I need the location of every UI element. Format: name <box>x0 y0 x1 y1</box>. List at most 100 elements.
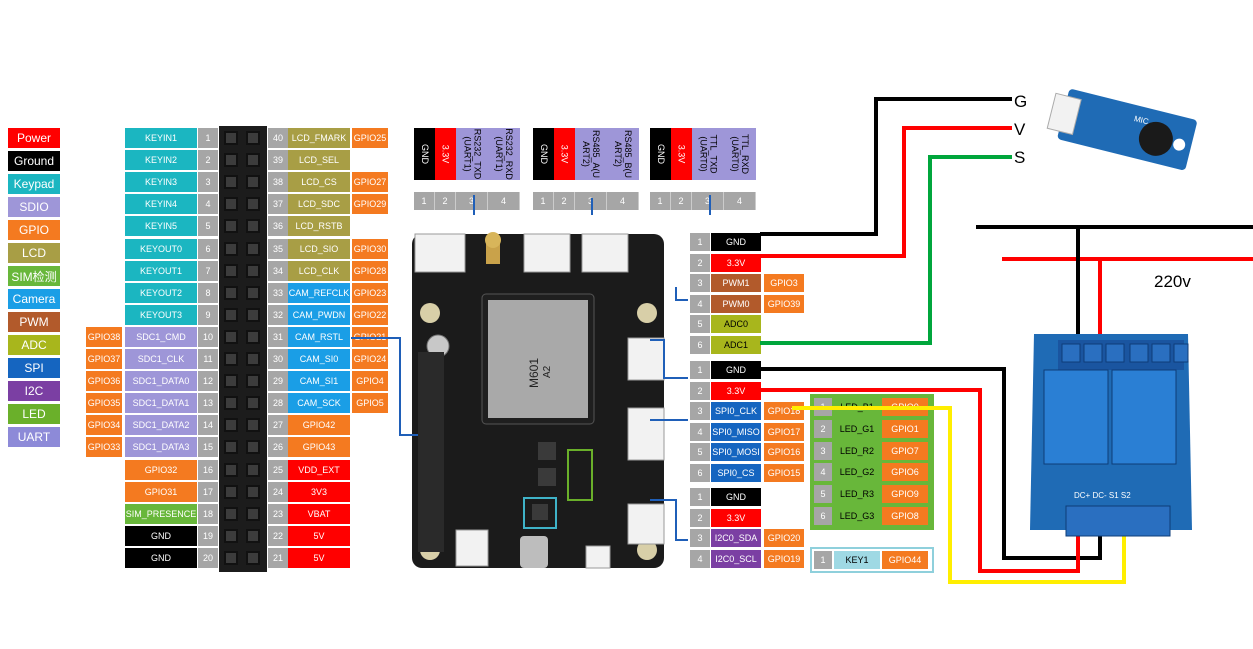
right-pin-name: CAM_SI1 <box>288 371 350 392</box>
key-pin-name: KEY1 <box>834 551 880 569</box>
header-pin <box>246 506 260 521</box>
left-pin-name: KEYOUT1 <box>125 260 197 281</box>
board-pin-column <box>418 352 444 552</box>
led-pin-gpio: GPIO9 <box>882 485 928 504</box>
legend-sim检测: SIM检测 <box>8 266 60 286</box>
header-pin <box>246 440 260 455</box>
header-pin <box>246 131 260 145</box>
left-pin-name: KEYIN5 <box>125 216 197 237</box>
right-pin-name: LCD_SIO <box>288 238 350 259</box>
header-pin <box>246 329 260 344</box>
legend-sdio: SDIO <box>8 197 60 217</box>
voltage-label: 220v <box>1154 272 1191 291</box>
svg-text:A2: A2 <box>542 365 553 378</box>
left-pin-number: 19 <box>198 525 218 546</box>
header-pin <box>224 263 238 278</box>
pin-name: PWM0 <box>711 294 761 313</box>
right-pin-number: 23 <box>268 503 288 524</box>
left-pin-number: 16 <box>198 459 218 480</box>
top-header-number: 4 <box>488 192 520 210</box>
usb-c-port <box>520 536 548 568</box>
sensor-pin-g-label: G <box>1014 92 1028 111</box>
right-pin-name: CAM_REFCLK <box>288 282 350 303</box>
right-pin-number: 35 <box>268 238 288 259</box>
key-pin-gpio: GPIO44 <box>882 551 928 569</box>
pin-name: 3.3V <box>711 381 761 400</box>
right-pin-number: 34 <box>268 260 288 281</box>
legend-camera: Camera <box>8 289 60 309</box>
led-pin-name: LED_G2 <box>834 463 880 482</box>
header-pin <box>224 219 238 234</box>
pin-name: SPI0_CLK <box>711 402 761 420</box>
right-pin-name: CAM_PWDN <box>288 304 350 325</box>
legend-keypad: Keypad <box>8 174 60 194</box>
left-pin-number: 9 <box>198 304 218 325</box>
header-pin <box>246 197 260 212</box>
led-pin-number: 4 <box>814 463 832 482</box>
header-pin <box>246 528 260 543</box>
right-pin-number: 32 <box>268 304 288 325</box>
m601-module <box>488 300 588 418</box>
right-pin-name: LCD_SEL <box>288 150 350 171</box>
led-pin-gpio: GPIO6 <box>882 463 928 482</box>
right-pin-number: 37 <box>268 194 288 215</box>
header-pin <box>246 241 260 256</box>
header-pin <box>246 550 260 565</box>
right-gpio-label: GPIO25 <box>352 128 388 148</box>
right-pin-name: LCD_SDC <box>288 194 350 215</box>
top-header-number: 4 <box>607 192 639 210</box>
right-pin-number: 40 <box>268 128 288 148</box>
pin-number: 2 <box>690 508 710 527</box>
left-gpio-label: GPIO34 <box>86 415 122 436</box>
sensor-pin-s-label: S <box>1014 148 1026 167</box>
right-gpio-label: GPIO23 <box>352 282 388 303</box>
mount-hole <box>637 540 657 560</box>
top-header-label: GND <box>414 128 435 180</box>
right-pin-name: LCD_CLK <box>288 260 350 281</box>
led-pin-name: LED_R3 <box>834 485 880 504</box>
pin-number: 6 <box>690 335 710 354</box>
left-pin-name: KEYIN3 <box>125 172 197 193</box>
relay-module: DC+ DC- S1 S2 <box>1030 334 1192 537</box>
button <box>538 468 556 486</box>
legend-ground: Ground <box>8 151 60 171</box>
header-pin <box>246 307 260 322</box>
right-pin-number: 26 <box>268 437 288 458</box>
led-pin-gpio: GPIO7 <box>882 441 928 460</box>
top-header-number: 2 <box>671 192 692 210</box>
left-pin-name: SDC1_DATA0 <box>125 371 197 392</box>
pin-number: 6 <box>690 463 710 482</box>
right-pin-name: LCD_FMARK <box>288 128 350 148</box>
left-pin-name: SIM_PRESENCE <box>125 503 197 524</box>
top-header-number: 1 <box>533 192 554 210</box>
pin-gpio: GPIO39 <box>764 294 804 313</box>
left-pin-name: KEYIN2 <box>125 150 197 171</box>
right-pin-number: 31 <box>268 326 288 347</box>
right-pin-number: 22 <box>268 525 288 546</box>
led-highlight <box>567 449 593 501</box>
top-header-label: RS232_TXD (UART1) <box>456 128 488 180</box>
header-pin <box>224 528 238 543</box>
pin-number: 5 <box>690 315 710 333</box>
right-pin-name: 3V3 <box>288 481 350 502</box>
top-connector <box>523 233 571 273</box>
legend-adc: ADC <box>8 335 60 355</box>
left-pin-name: GPIO31 <box>125 481 197 502</box>
right-connector-c <box>627 503 665 545</box>
svg-text:MIC: MIC <box>1133 114 1150 126</box>
left-pin-name: SDC1_CMD <box>125 326 197 347</box>
pin-name: GND <box>711 361 761 379</box>
module-label: M601 <box>527 358 541 388</box>
header-pin <box>246 219 260 234</box>
led-pin-gpio: GPIO8 <box>882 507 928 525</box>
pin-number: 1 <box>690 361 710 379</box>
left-pin-name: GND <box>125 525 197 546</box>
top-header-label: 3.3V <box>435 128 456 180</box>
pin-name: SPI0_MISO <box>711 422 761 441</box>
right-pin-name: CAM_SI0 <box>288 349 350 369</box>
header-pin <box>224 153 238 168</box>
pin-name: ADC0 <box>711 315 761 333</box>
left-gpio-label: GPIO38 <box>86 326 122 347</box>
button <box>538 442 556 460</box>
